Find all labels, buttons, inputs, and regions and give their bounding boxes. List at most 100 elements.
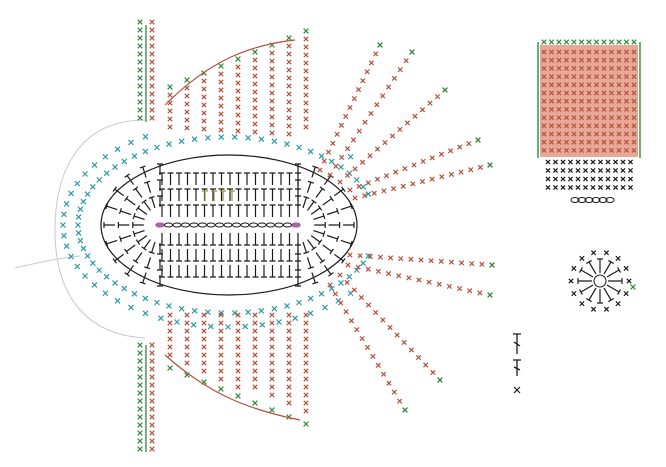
sc-stitch [630,284,636,290]
sc-stitch [242,323,249,330]
dc-stitch [157,195,163,207]
sc-stitch [252,376,258,382]
chain-stitch [283,222,292,228]
sc-stitch [286,67,292,73]
dc-stitch [252,265,259,278]
dc-stitch [235,233,242,246]
sc-stitch [601,139,607,145]
sc-stitch [586,57,592,63]
sc-stitch [620,167,626,174]
dc-stitch [586,259,597,275]
sc-stitch [605,176,611,182]
sc-stitch [620,176,626,182]
sc-stitch [578,57,585,63]
sc-stitch [612,184,619,191]
sc-stitch [578,147,585,153]
sc-stitch [579,301,585,307]
sc-stitch [487,162,493,168]
sc-stitch [286,320,292,326]
sc-stitch [620,159,626,165]
sc-stitch [556,65,562,71]
sc-stitch [582,167,589,174]
sc-stitch [556,123,562,129]
sc-stitch [601,115,607,121]
sc-stitch [582,159,589,165]
sc-stitch [137,374,143,380]
dc-stitch [322,195,334,206]
sc-stitch [556,39,562,45]
sc-stitch [563,74,570,80]
sc-stitch [178,138,185,145]
sc-stitch [631,74,637,80]
sc-stitch [231,134,238,141]
sc-stitch [252,105,258,111]
sc-stitch [437,377,443,383]
sc-stitch [149,438,155,444]
sc-stitch [608,39,615,45]
sc-stitch [184,352,190,358]
sc-stitch [601,82,607,88]
sc-stitch [63,243,70,250]
sc-stitch [571,139,577,145]
sc-stitch [218,336,224,342]
sc-stitch [149,398,155,404]
sc-stitch [112,279,118,286]
sc-stitch [142,148,149,155]
sc-stitch [167,320,173,326]
sc-stitch [286,75,292,81]
dc-stitch [184,249,191,262]
sc-stitch [631,106,637,112]
dc-stitch [278,233,284,246]
sc-stitch [276,319,282,325]
sc-stitch [303,100,309,106]
sc-stitch [608,98,615,104]
sc-stitch [286,368,292,374]
sc-stitch [137,19,143,25]
sc-stitch [608,106,615,112]
sc-stitch [149,350,155,356]
sc-stitch [137,406,143,412]
dc-stitch [184,188,191,201]
dc-stitch [295,179,301,191]
sc-stitch [362,193,368,199]
sc-stitch [447,148,454,154]
round-outline [100,154,358,296]
dc-stitch [295,243,301,255]
dc-stitch [235,249,242,262]
sc-stitch [286,59,292,65]
sc-stitch [586,115,592,121]
sc-stitch [571,57,577,63]
dc-stitch [157,243,163,255]
sc-stitch [149,83,155,89]
sc-stitch [578,123,585,129]
sc-stitch [235,64,241,70]
dc-stitch [141,199,151,211]
sc-stitch [352,195,358,201]
chain-stitch [215,222,224,228]
sc-stitch [218,87,224,93]
sc-stitch [623,82,630,88]
sc-stitch [235,88,241,94]
dc-stitch [235,188,242,201]
sc-stitch [303,360,309,366]
sc-stitch [420,158,426,165]
sc-stitch [593,98,600,104]
dc-stitch [306,180,314,193]
sc-stitch [303,352,309,358]
sc-stitch [332,291,338,297]
sc-stitch [623,123,630,129]
sc-stitch [271,305,278,312]
dc-stitch [227,172,233,185]
sc-stitch [578,139,585,145]
sc-stitch [286,400,292,406]
sc-stitch [586,74,592,80]
chain-stitch [240,222,250,228]
dc-stitch [117,222,130,228]
sc-stitch [218,79,224,85]
sc-stitch [353,267,360,274]
dc-stitch [286,233,293,246]
dc-stitch [148,241,156,255]
sc-stitch [590,159,596,165]
sc-stitch [269,384,275,390]
sc-stitch [137,43,143,49]
